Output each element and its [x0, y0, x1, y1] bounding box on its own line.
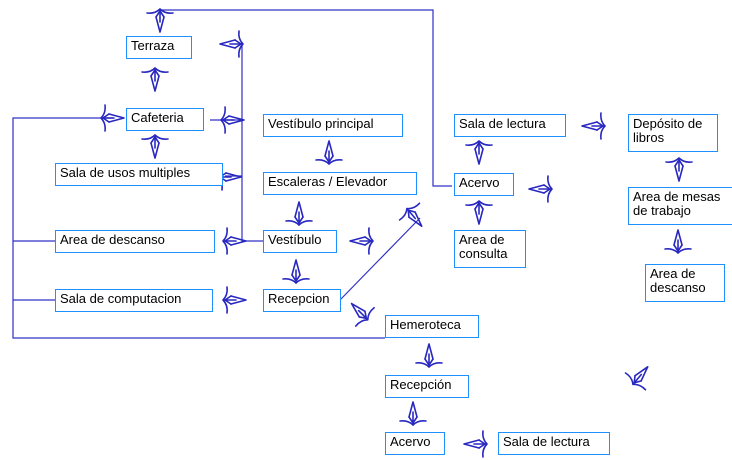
node-area-descanso-2: Area de descanso: [645, 264, 725, 302]
node-cafeteria: Cafeteria: [126, 108, 204, 131]
node-acervo-2: Acervo: [385, 432, 445, 455]
node-recepcion-2: Recepción: [385, 375, 469, 398]
bird-arrow-icon: [282, 259, 310, 284]
bird-arrow-icon: [341, 293, 378, 330]
line-vertical-bus: [241, 42, 263, 242]
bird-arrow-icon: [396, 199, 433, 236]
node-vestibulo: Vestíbulo: [263, 230, 337, 253]
line-left-loop: [12, 117, 385, 339]
line-recepcion-diagonal: [339, 217, 421, 301]
bird-arrow-icon: [100, 104, 125, 132]
bird-arrow-icon: [222, 286, 247, 314]
node-sala-usos-multiples: Sala de usos multiples: [55, 163, 223, 186]
bird-arrow-icon: [463, 430, 488, 458]
bird-arrow-icon: [465, 140, 493, 165]
node-area-consulta: Area de consulta: [454, 230, 526, 268]
bird-arrow-icon: [219, 30, 244, 58]
node-hemeroteca: Hemeroteca: [385, 315, 479, 338]
line-terraza-acervo: [160, 9, 452, 187]
bird-arrow-icon: [399, 401, 427, 426]
node-vestibulo-principal: Vestíbulo principal: [263, 114, 403, 137]
node-area-descanso-1: Area de descanso: [55, 230, 215, 253]
bird-arrow-icon: [285, 201, 313, 226]
node-terraza: Terraza: [126, 36, 192, 59]
connector-lines: [12, 9, 452, 339]
bird-arrow-icon: [664, 229, 692, 254]
node-sala-lectura-2: Sala de lectura: [498, 432, 610, 455]
node-recepcion-1: Recepcion: [263, 289, 341, 312]
node-sala-computacion: Sala de computacion: [55, 289, 213, 312]
bird-arrow-icon: [528, 175, 553, 203]
bird-arrow-icon: [141, 67, 169, 92]
node-acervo-1: Acervo: [454, 173, 514, 196]
node-area-mesas-trabajo: Area de mesas de trabajo: [628, 187, 732, 225]
bird-arrow-icon: [315, 140, 343, 165]
bird-arrow-icon: [349, 227, 374, 255]
node-deposito-libros: Depósito de libros: [628, 114, 718, 152]
bird-arrow-icon: [581, 112, 606, 140]
bird-arrow-icon: [146, 8, 174, 33]
bird-arrow-icon: [465, 200, 493, 225]
bird-arrow-icon: [141, 134, 169, 159]
bird-arrow-icon: [665, 157, 693, 182]
bird-arrow-icon: [622, 357, 659, 394]
node-escaleras-elevador: Escaleras / Elevador: [263, 172, 417, 195]
bird-arrow-icon: [415, 343, 443, 368]
node-sala-lectura-1: Sala de lectura: [454, 114, 566, 137]
